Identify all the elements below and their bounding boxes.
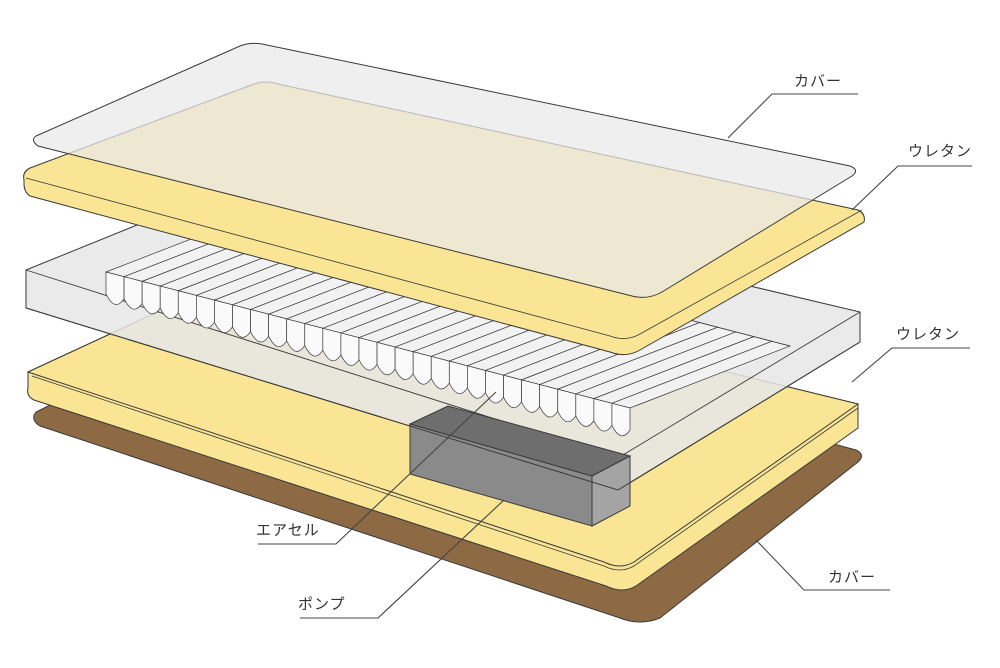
label-top-urethane: ウレタン xyxy=(908,142,972,160)
leader-air-cell xyxy=(258,391,497,545)
label-air-cell: エアセル xyxy=(256,521,320,539)
leader-bottom-cover xyxy=(755,539,890,591)
label-lower-urethane: ウレタン xyxy=(896,325,960,343)
air-cell xyxy=(611,402,631,437)
leader-lines xyxy=(258,93,972,619)
air-cell-row xyxy=(104,209,792,437)
pump-box xyxy=(408,405,632,527)
label-bottom-cover: カバー xyxy=(828,568,876,586)
leader-pump xyxy=(300,499,505,619)
label-top-cover: カバー xyxy=(794,72,842,90)
leader-lower-urethane xyxy=(851,347,970,383)
label-pump: ポンプ xyxy=(298,595,346,613)
air-cell-casing-front xyxy=(25,307,861,491)
top-cover-layer xyxy=(32,42,856,298)
callout-labels: カバー ウレタン ウレタン カバー エアセル ポンプ xyxy=(256,72,972,613)
leader-top-urethane xyxy=(851,165,972,211)
leader-top-cover xyxy=(727,93,858,139)
